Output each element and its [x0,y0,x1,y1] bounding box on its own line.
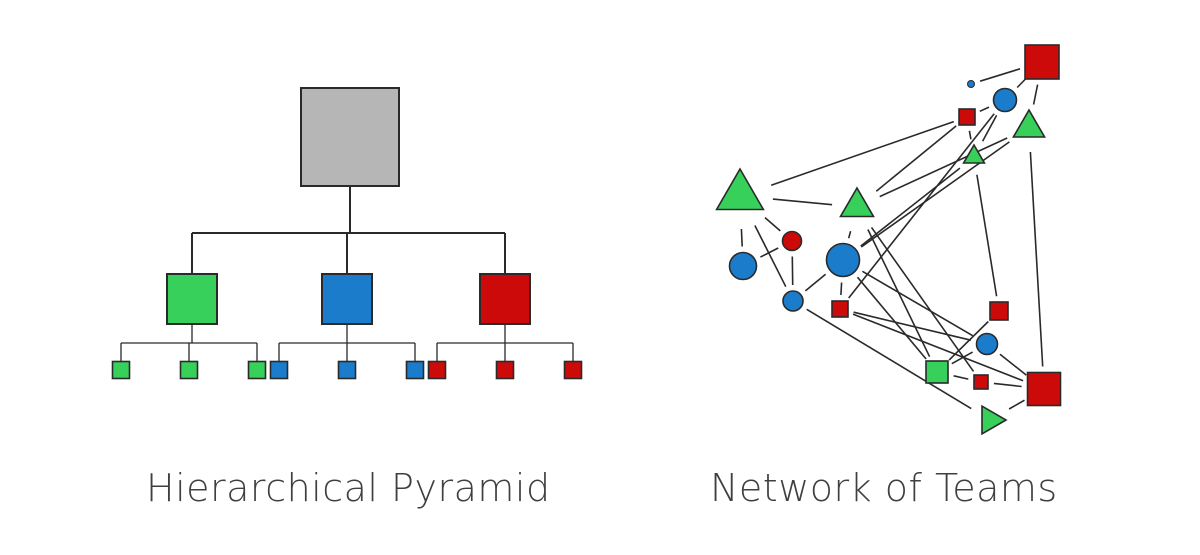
network-node-blue-circle [782,290,804,312]
network-node-green-triangle [839,186,875,218]
network-node-red-square [989,301,1009,321]
top-executive-node [300,87,400,187]
leaf-node-blue [337,360,357,380]
network-edge [853,311,972,341]
network-node-red-circle [781,230,803,252]
network-edge [840,282,843,296]
network-edge [848,113,995,299]
network-edge [875,125,957,192]
network-node-green-triangle [981,404,1008,436]
network-edge [806,308,972,410]
network-node-green-square [925,360,949,384]
network-node-red-square [1024,44,1060,80]
network-edge [770,120,955,186]
network-edge [979,68,1021,82]
network-edge [852,313,1024,382]
leaf-node-green [179,360,199,380]
leaf-node-green [247,360,267,380]
network-node-red-square [958,108,976,126]
network-edge [860,141,1010,248]
network-edge [1016,77,1027,89]
network-edge [861,270,974,337]
network-edge [993,382,1022,388]
network-edge [1029,151,1044,367]
network-of-teams [715,44,1062,436]
leaf-node-green [111,360,131,380]
leaf-node-blue [405,360,425,380]
network-nodes [715,44,1062,436]
network-edge [1008,399,1025,410]
network-node-blue-circle [992,87,1018,113]
network-of-teams-caption: Network of Teams [710,466,1058,510]
network-edge [754,225,787,288]
network-edge [764,216,781,232]
network-edge [1032,84,1039,105]
leaf-node-red [563,360,583,380]
network-edge [879,137,1008,198]
network-node-green-triangle [1012,108,1046,138]
network-edge [740,228,743,247]
network-edge [847,230,852,239]
network-edge [976,174,998,297]
network-edge [804,273,827,292]
team-lead-green [166,273,218,325]
leaf-node-red [427,360,447,380]
network-edge [953,375,969,380]
leaf-node-blue [269,360,289,380]
team-lead-red [479,273,531,325]
hierarchical-pyramid [111,87,583,380]
network-node-red-square [831,300,849,318]
hierarchical-pyramid-caption: Hierarchical Pyramid [146,466,551,510]
network-edge [951,351,973,365]
network-node-blue-dot [967,80,975,88]
network-edge [870,226,975,372]
network-node-blue-circle [728,251,758,281]
network-edge [968,130,972,140]
network-node-red-square [973,374,989,390]
network-edge [860,167,961,247]
network-node-red-square [1026,371,1062,407]
network-edge [979,106,990,113]
network-node-green-triangle [715,167,765,211]
network-edge [760,247,779,258]
network-node-blue-circle [975,332,999,356]
leaf-node-red [495,360,515,380]
network-edges [740,68,1044,410]
network-edge [981,115,998,142]
network-node-blue-circle [825,242,861,278]
network-edge [772,198,833,206]
network-edge [999,353,1027,376]
team-lead-blue [321,273,373,325]
network-edge [856,276,927,360]
network-node-green-triangle [962,143,986,164]
